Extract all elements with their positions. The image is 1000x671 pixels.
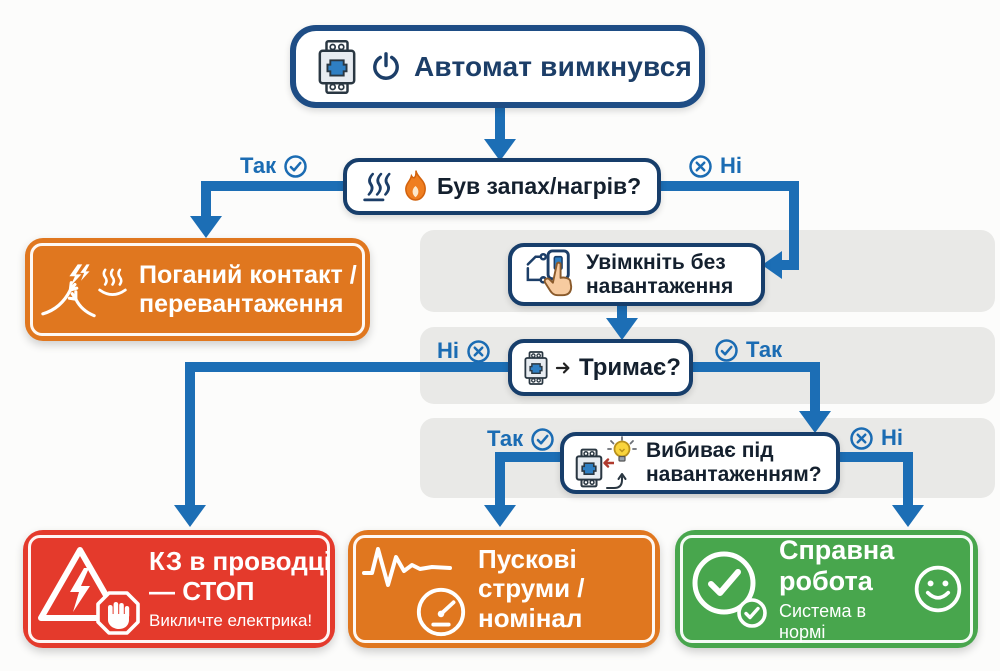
short-circuit-line1: КЗ в проводці xyxy=(149,546,331,577)
q-trips-line1: Вибиває під xyxy=(646,439,774,463)
connector-smell-yes-v xyxy=(201,181,211,219)
node-inrush: Пускові струми / номінал xyxy=(348,530,660,648)
label-smell-no-text: Ні xyxy=(720,153,742,178)
yes-circle-icon xyxy=(714,338,739,363)
label-smell-yes: Так xyxy=(240,153,308,179)
red-arrow-icon xyxy=(603,458,614,468)
q-holds-title: Тримає? xyxy=(579,353,681,381)
ok-check-icons xyxy=(689,548,769,630)
warning-triangle-icon xyxy=(38,547,122,621)
connector-trips-no-v xyxy=(903,452,913,507)
connector-trips-no-h xyxy=(838,452,913,462)
node-turn-on: Увімкніть без навантаження xyxy=(508,243,765,306)
yes-circle-icon xyxy=(283,154,308,179)
inrush-icons xyxy=(362,539,472,639)
connector-holds-yes-h xyxy=(691,362,820,372)
node-q-trips: Вибиває під навантаженням? xyxy=(560,432,840,494)
node-short-circuit: КЗ в проводці — СТОП Викличте електрика! xyxy=(23,530,335,648)
bad-contact-line1: Поганий контакт / xyxy=(139,261,357,289)
ok-subtitle: Система в нормі xyxy=(779,600,867,642)
label-trips-no-text: Ні xyxy=(881,425,903,450)
arrowhead-to-short-circuit xyxy=(174,505,206,527)
arrow-right-icon xyxy=(555,361,573,375)
bad-contact-line2: перевантаження xyxy=(139,289,344,318)
flame-icon xyxy=(401,169,430,204)
label-smell-yes-text: Так xyxy=(240,153,277,178)
heat-waves-icon xyxy=(361,172,394,202)
node-q-smell: Був запах/нагрів? xyxy=(343,158,661,215)
ok-line1: Справна xyxy=(779,535,895,566)
bad-contact-text: Поганий контакт / перевантаження xyxy=(139,261,357,318)
connector-holds-no-h xyxy=(185,362,510,372)
no-circle-icon xyxy=(688,154,713,179)
power-icon xyxy=(371,51,401,82)
smiley-icon xyxy=(912,563,964,615)
label-holds-no: Ні xyxy=(437,338,491,364)
sparking-wires-icon xyxy=(41,262,129,318)
arrowhead-to-bad-contact xyxy=(190,216,222,238)
no-circle-icon xyxy=(849,426,874,451)
heat-waves-icon xyxy=(98,268,127,296)
inrush-line2: струми / xyxy=(478,573,585,604)
circuit-breaker-icon xyxy=(316,39,358,95)
connector-holds-yes-v xyxy=(810,362,820,413)
label-holds-yes: Так xyxy=(714,337,782,363)
arrowhead-to-q-smell xyxy=(484,139,516,161)
connector-smell-yes-h xyxy=(201,181,346,191)
stop-hand-icon xyxy=(96,591,140,635)
start-title: Автомат вимкнувся xyxy=(414,50,693,82)
arrowhead-to-inrush xyxy=(484,505,516,527)
inrush-text: Пускові струми / номінал xyxy=(478,543,585,634)
node-q-holds: Тримає? xyxy=(508,339,693,396)
ok-line2: робота xyxy=(779,566,873,596)
arrowhead-to-q-trips xyxy=(799,411,831,433)
waveform-icon xyxy=(362,547,452,587)
breaker-bulb-icon xyxy=(574,436,638,490)
label-holds-no-text: Ні xyxy=(437,338,459,363)
connector-turnon-down xyxy=(617,304,627,321)
connector-smell-no-h2 xyxy=(780,260,799,270)
gauge-icon xyxy=(416,587,466,637)
label-trips-yes-text: Так xyxy=(487,426,524,451)
short-circuit-icons xyxy=(37,542,141,636)
light-bulb-icon xyxy=(607,436,637,462)
label-smell-no: Ні xyxy=(688,153,742,179)
turn-on-text: Увімкніть без навантаження xyxy=(586,251,733,298)
curve-arrow-icon xyxy=(606,473,627,489)
connector-trips-yes-v xyxy=(495,452,505,507)
turn-on-line2: навантаження xyxy=(586,274,734,298)
turn-on-line1: Увімкніть без xyxy=(586,250,726,274)
connector-smell-no-h xyxy=(658,181,799,191)
arrowhead-to-turn-on xyxy=(762,251,782,279)
short-circuit-text: КЗ в проводці — СТОП Викличте електрика! xyxy=(149,547,331,630)
yes-circle-icon xyxy=(530,427,555,452)
label-trips-yes: Так xyxy=(487,426,555,452)
arrowhead-to-ok xyxy=(892,505,924,527)
label-trips-no: Ні xyxy=(849,425,903,451)
connector-trips-yes-h xyxy=(497,452,562,462)
short-circuit-line2: — СТОП xyxy=(149,576,255,606)
hand-press-switch-icon xyxy=(522,248,578,301)
q-trips-line2: навантаженням? xyxy=(646,463,822,486)
q-trips-text: Вибиває під навантаженням? xyxy=(646,439,822,486)
node-start: Автомат вимкнувся xyxy=(290,25,705,108)
check-circle-icon xyxy=(692,551,756,615)
check-badge-icon xyxy=(737,598,767,628)
connector-start-down xyxy=(495,106,505,142)
circuit-breaker-icon xyxy=(523,350,549,386)
label-holds-yes-text: Так xyxy=(746,337,783,362)
inrush-line3: номінал xyxy=(478,602,583,633)
arrowhead-to-q-holds xyxy=(606,318,638,340)
inrush-line1: Пускові xyxy=(478,543,577,574)
short-circuit-subtitle: Викличте електрика! xyxy=(149,610,313,630)
connector-smell-no-v xyxy=(789,181,799,265)
circuit-branch-icon xyxy=(526,252,548,284)
no-circle-icon xyxy=(466,339,491,364)
node-bad-contact: Поганий контакт / перевантаження xyxy=(25,238,370,341)
ok-text: Справна робота Система в нормі xyxy=(779,535,902,643)
q-smell-title: Був запах/нагрів? xyxy=(437,173,642,199)
connector-holds-no-v xyxy=(185,362,195,507)
node-ok: Справна робота Система в нормі xyxy=(675,530,978,648)
